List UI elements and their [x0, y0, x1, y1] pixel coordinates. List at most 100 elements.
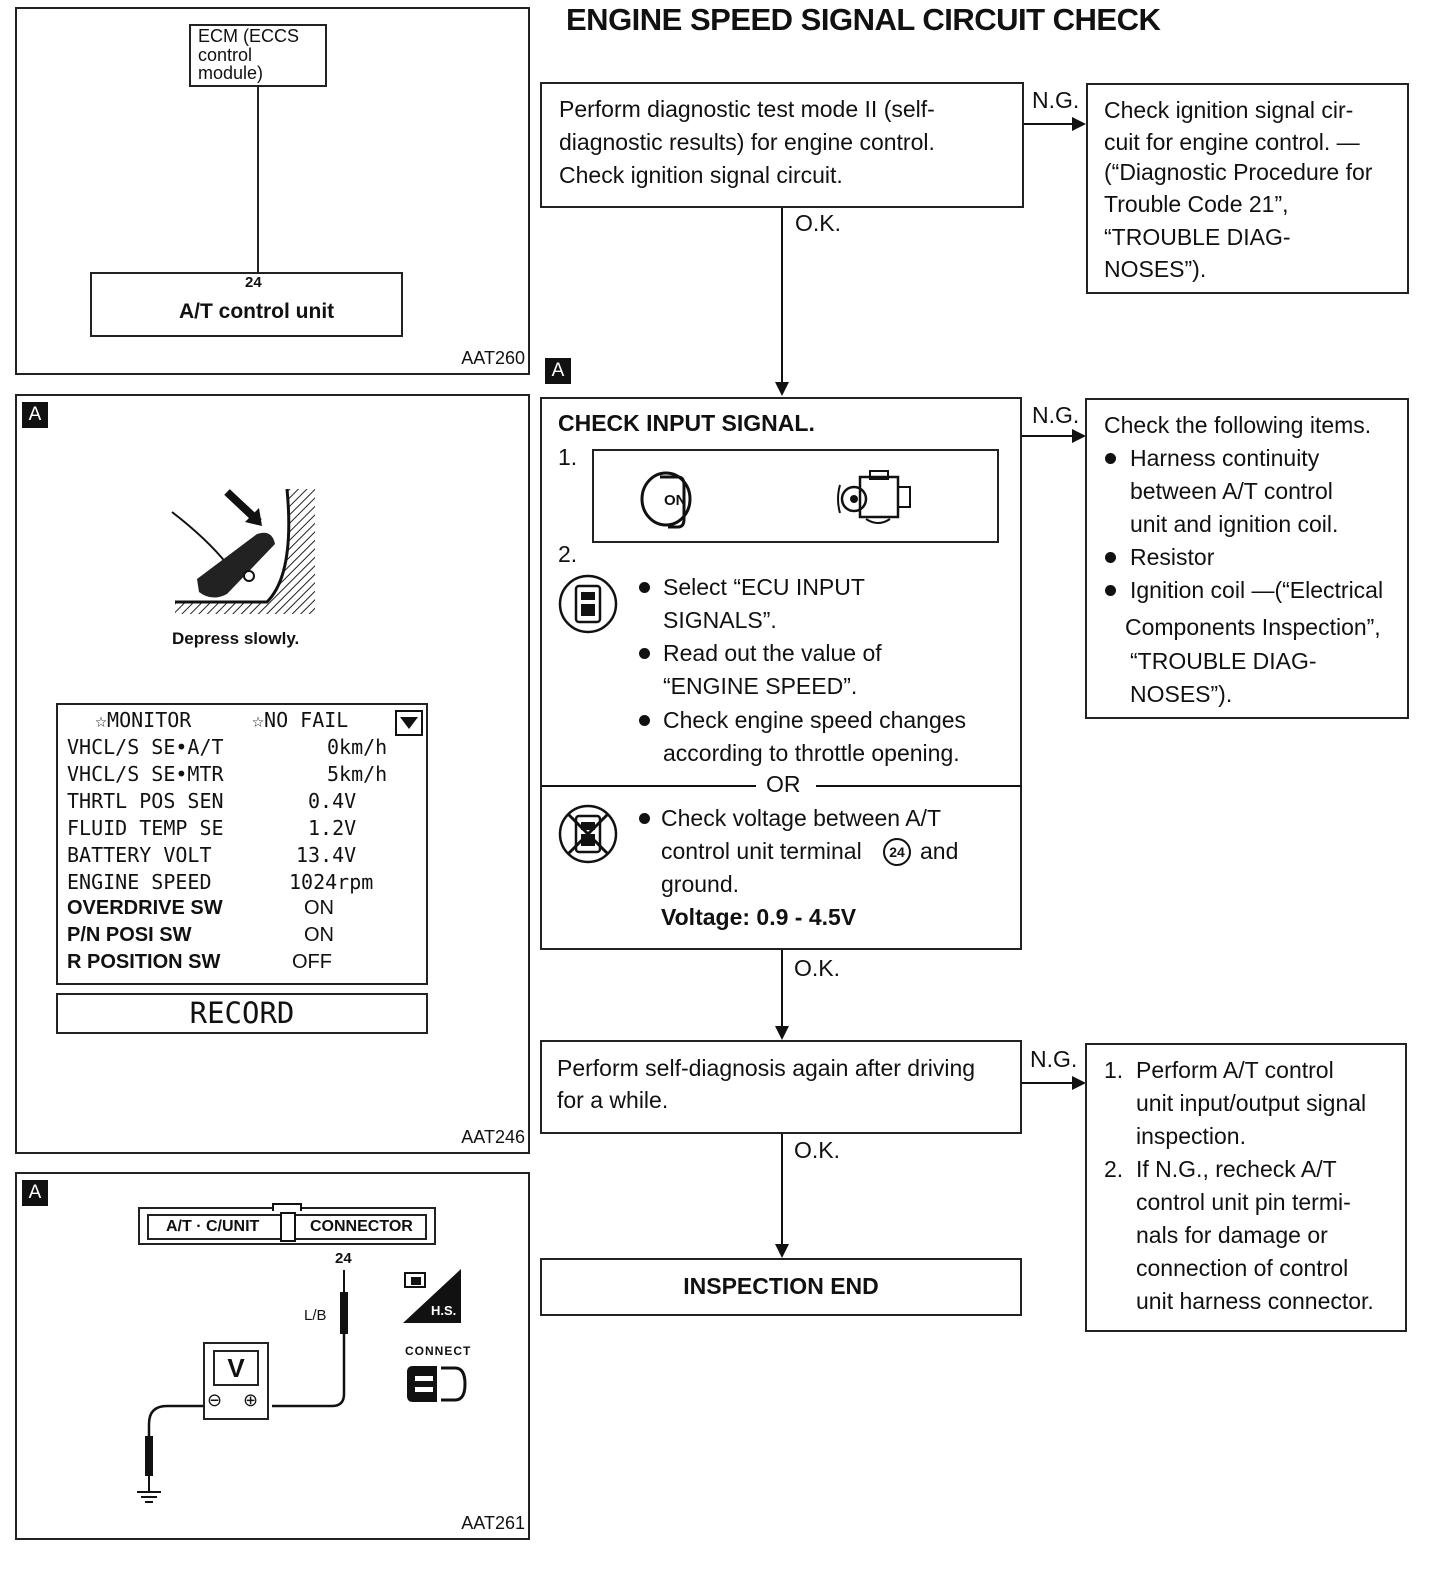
ng2-item1-line3: unit and ignition coil. [1130, 511, 1339, 537]
voltmeter-display: V [213, 1350, 259, 1386]
key-on-label: ON [664, 492, 687, 509]
row-value: OFF [292, 951, 332, 973]
figure-aat260-panel: ECM (ECCS control module) 24 A/T control… [15, 7, 530, 375]
ng1-line-5: “TROUBLE DIAG- [1104, 224, 1291, 250]
row-value: 1024rpm [289, 870, 374, 894]
section-a-marker: A [545, 358, 571, 384]
voltage-spec: Voltage: 0.9 - 4.5V [661, 904, 857, 930]
ng3-item1-line2: unit input/output signal [1136, 1090, 1367, 1116]
step2-heading: CHECK INPUT SIGNAL. [558, 410, 815, 436]
probe-terminal: 24 [335, 1250, 352, 1267]
inspection-end-box: INSPECTION END [540, 1258, 1022, 1316]
tcu-label: A/T control unit [179, 300, 335, 323]
chevron-down-icon [400, 717, 418, 729]
scroll-down-button[interactable] [395, 710, 423, 736]
connector-label-left: A/T · C/UNIT [166, 1218, 260, 1235]
ecm-tcu-wire [257, 85, 259, 275]
ng1-box: Check ignition signal cir- cuit for engi… [1086, 83, 1409, 294]
figure-aat246-panel: A Depress slowly. ☆MONITOR ☆NO FAIL VHCL… [15, 394, 530, 1154]
connector-body: A/T · C/UNIT CONNECTOR [138, 1203, 436, 1245]
connector-latch [280, 1212, 296, 1242]
step1-line-1: Perform diagnostic test mode II (self- [559, 96, 935, 122]
bullet4-line1: Check voltage between A/T [661, 805, 941, 831]
ng2-item3-line3: “TROUBLE DIAG- [1130, 648, 1317, 674]
row-value: ON [304, 897, 334, 919]
wire-color-label: L/B [304, 1307, 327, 1324]
consult-tester-icon [558, 574, 618, 634]
ok3-label: O.K. [794, 1137, 841, 1163]
record-button[interactable]: RECORD [56, 993, 428, 1034]
ng3-item1-line1: Perform A/T control [1136, 1057, 1334, 1083]
ng3-item2-line4: connection of control [1136, 1255, 1349, 1281]
ok1-label: O.K. [795, 210, 842, 236]
monitor-header-right: ☆NO FAIL [252, 708, 349, 732]
connector-latch-top [272, 1203, 302, 1211]
step3-line2: for a while. [557, 1087, 669, 1113]
step3-box: Perform self-diagnosis again after drivi… [540, 1040, 1022, 1134]
connector-label-right: CONNECTOR [310, 1218, 413, 1235]
voltmeter-label: V [227, 1353, 245, 1383]
ng2-box: Check the following items. Harness conti… [1085, 398, 1409, 719]
ecm-label-3: module) [198, 63, 264, 83]
row-name: VHCL/S SE•A/T [67, 735, 224, 759]
step1-line-2: diagnostic results) for engine control. [559, 129, 935, 155]
bullet [639, 648, 650, 659]
bullet1-line2: SIGNALS”. [663, 607, 777, 633]
ng3-label: N.G. [1030, 1046, 1078, 1072]
monitor-row: BATTERY VOLT [67, 843, 212, 867]
ng3-item1-line3: inspection. [1136, 1123, 1246, 1149]
hs-label: H.S. [431, 1303, 457, 1318]
ng1-line-2: cuit for engine control. — [1104, 129, 1360, 155]
ignition-key-on-icon: ON [640, 471, 692, 529]
row-value: 0.4V [308, 789, 357, 813]
record-button-label: RECORD [189, 996, 295, 1030]
voltmeter-probe-wiring [137, 1270, 348, 1503]
hs-tester-icon: H.S. [403, 1269, 461, 1323]
section-a-marker: A [22, 402, 48, 428]
plus-terminal-icon: ⊕ [243, 1390, 259, 1410]
step1-box: Perform diagnostic test mode II (self- d… [540, 82, 1024, 208]
ng1-line-6: NOSES”). [1104, 256, 1207, 282]
monitor-row: P/N POSI SW [67, 924, 192, 946]
terminal-24-label: 24 [889, 844, 905, 860]
ng3-item2-line2: control unit pin termi- [1136, 1189, 1351, 1215]
monitor-row: THRTL POS SEN [67, 789, 224, 813]
bullet [639, 715, 650, 726]
ng3-n2: 2. [1104, 1156, 1124, 1182]
step2-num1: 1. [558, 444, 578, 470]
bullet2-line1: Read out the value of [663, 640, 882, 666]
ok2-label: O.K. [794, 955, 841, 981]
bullet [639, 582, 650, 593]
monitor-row: R POSITION SW [67, 951, 221, 973]
ng3-item2-line1: If N.G., recheck A/T [1136, 1156, 1337, 1182]
engine-running-icon [837, 470, 911, 524]
bullet3-line1: Check engine speed changes [663, 707, 967, 733]
bullet1-line1: Select “ECU INPUT [663, 574, 865, 600]
ng3-n1: 1. [1104, 1057, 1124, 1083]
bullet4-line2a: control unit terminal [661, 838, 862, 864]
connect-label: CONNECT [405, 1344, 472, 1358]
row-value: 0km/h [327, 735, 388, 759]
row-value: 1.2V [308, 816, 357, 840]
ecm-label-1: ECM (ECCS [198, 26, 300, 46]
figure-code: AAT246 [461, 1127, 525, 1147]
tcu-terminal: 24 [245, 274, 262, 291]
bullet4-line2b: and [920, 838, 959, 864]
ng1-label: N.G. [1032, 87, 1080, 113]
tcu-box: 24 A/T control unit [90, 272, 403, 337]
monitor-header-left: ☆MONITOR [95, 708, 192, 732]
bullet [1105, 453, 1116, 464]
ng2-item3-line2: Components Inspection”, [1125, 614, 1381, 640]
row-value: ON [304, 924, 334, 946]
ng2-item3-line4: NOSES”). [1130, 681, 1233, 707]
ng2-item2: Resistor [1130, 544, 1215, 570]
ng2-intro: Check the following items. [1104, 412, 1372, 438]
step2-num2: 2. [558, 541, 578, 567]
monitor-row: FLUID TEMP SE [67, 816, 224, 840]
step3-line1: Perform self-diagnosis again after drivi… [557, 1055, 976, 1081]
row-value: 13.4V [296, 843, 357, 867]
depress-caption: Depress slowly. [172, 629, 300, 648]
or-divider-right [816, 785, 1022, 787]
minus-terminal-icon: ⊖ [207, 1390, 223, 1410]
